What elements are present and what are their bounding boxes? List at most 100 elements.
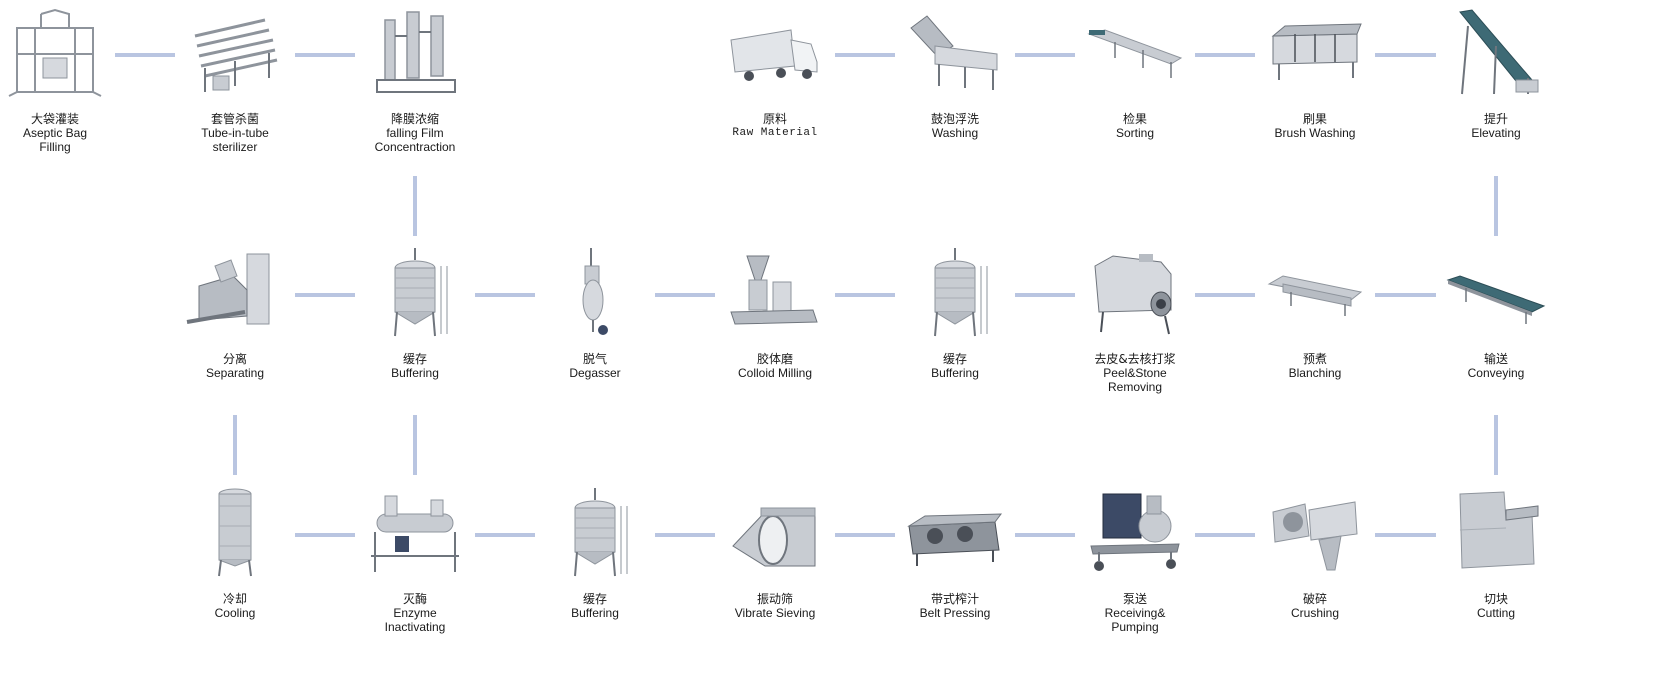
step-label-english: Buffering <box>391 366 439 380</box>
step-label-chinese: 振动筛 <box>756 592 793 606</box>
step-label-english: Inactivating <box>384 620 446 634</box>
step-label-english: Conveying <box>1467 366 1525 380</box>
step-label-english: Crushing <box>1290 606 1340 620</box>
pulper-icon <box>1085 246 1185 338</box>
cutter-icon <box>1446 486 1546 578</box>
step-label-english: Separating <box>205 366 265 380</box>
blancher-icon <box>1265 246 1365 338</box>
belt-press-icon <box>905 486 1005 578</box>
step-label-chinese: 缓存 <box>582 592 607 606</box>
step-label-english: Buffering <box>931 366 979 380</box>
tube-sterilizer-icon <box>185 6 285 98</box>
step-label-english: Blanching <box>1288 366 1342 380</box>
step-label-english: Belt Pressing <box>919 606 991 620</box>
step-label-english: Enzyme <box>393 606 437 620</box>
step-label-chinese: 原料 <box>762 112 787 126</box>
step-label-english: Cutting <box>1476 606 1516 620</box>
step-label-english: Brush Washing <box>1274 126 1356 140</box>
aseptic-filler-icon <box>5 6 105 98</box>
step-label-chinese: 去皮&去核打浆 <box>1094 352 1176 366</box>
brush-washer-icon <box>1265 6 1365 98</box>
crusher-icon <box>1265 486 1365 578</box>
step-label-english: falling Film <box>386 126 444 140</box>
step-label-english: Buffering <box>571 606 619 620</box>
separator-icon <box>185 246 285 338</box>
cooling-tank-icon <box>185 486 285 578</box>
step-label-chinese: 输送 <box>1483 352 1508 366</box>
degasser-icon <box>545 246 645 338</box>
step-label-english: Concentraction <box>374 140 456 154</box>
step-label-chinese: 检果 <box>1122 112 1147 126</box>
step-label-english: Sorting <box>1115 126 1155 140</box>
step-label-chinese: 分离 <box>222 352 247 366</box>
step-label-english: Colloid Milling <box>737 366 813 380</box>
elevator-icon <box>1446 6 1546 98</box>
step-label-chinese: 胶体磨 <box>756 352 793 366</box>
truck-icon <box>725 6 825 98</box>
step-label-chinese: 切块 <box>1483 592 1508 606</box>
step-label-english: Degasser <box>569 366 621 380</box>
step-label-english: Washing <box>931 126 979 140</box>
step-label-english: Aseptic Bag <box>22 126 88 140</box>
step-label-english: Receiving& <box>1104 606 1166 620</box>
step-label-english: Tube-in-tube <box>201 126 269 140</box>
step-label-chinese: 提升 <box>1483 112 1508 126</box>
buffer-tank-icon <box>905 246 1005 338</box>
sorting-conveyor-icon <box>1085 6 1185 98</box>
step-label-chinese: 缓存 <box>402 352 427 366</box>
step-label-english: Pumping <box>1111 620 1159 634</box>
step-label-chinese: 冷却 <box>222 592 247 606</box>
step-label-chinese: 大袋灌装 <box>30 112 79 126</box>
step-label-english: Peel&Stone <box>1103 366 1167 380</box>
step-label-chinese: 预煮 <box>1302 352 1327 366</box>
step-label-english: Elevating <box>1471 126 1521 140</box>
step-label-chinese: 套管杀菌 <box>210 112 259 126</box>
step-label-chinese: 降膜浓缩 <box>390 112 439 126</box>
step-label-english: Cooling <box>214 606 256 620</box>
step-label-chinese: 脱气 <box>582 352 607 366</box>
colloid-mill-icon <box>725 246 825 338</box>
bubble-washer-icon <box>905 6 1005 98</box>
enzyme-unit-icon <box>365 486 465 578</box>
step-label-english: Filling <box>39 140 71 154</box>
pump-icon <box>1085 486 1185 578</box>
step-label-chinese: 刷果 <box>1302 112 1327 126</box>
step-label-english: sterilizer <box>212 140 258 154</box>
evaporator-icon <box>365 6 465 98</box>
step-label-english: Raw Material <box>732 127 818 139</box>
step-label-chinese: 鼓泡浮洗 <box>930 112 979 126</box>
belt-conveyor-icon <box>1446 246 1546 338</box>
step-label-chinese: 缓存 <box>942 352 967 366</box>
buffer-tank-icon <box>365 246 465 338</box>
step-label-chinese: 破碎 <box>1302 592 1327 606</box>
step-label-english: Vibrate Sieving <box>734 606 816 620</box>
vibrating-sieve-icon <box>725 486 825 578</box>
buffer-tank-icon <box>545 486 645 578</box>
step-label-english: Removing <box>1107 380 1163 394</box>
